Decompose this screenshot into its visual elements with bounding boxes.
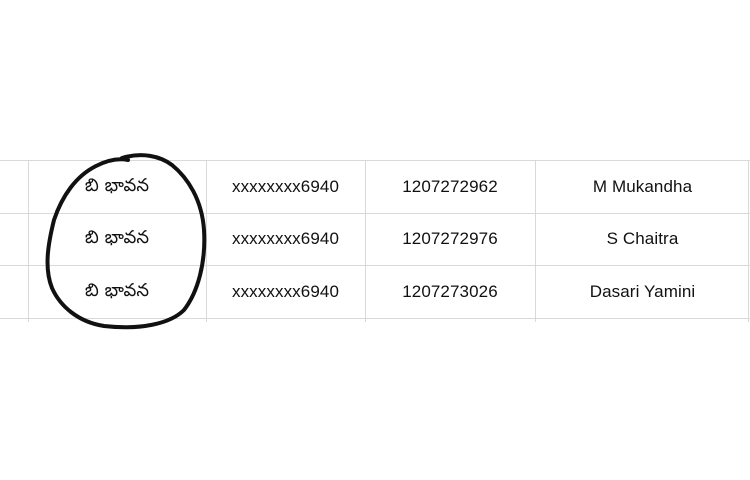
- table-cell[interactable]: Dasari Yamini: [589, 282, 696, 301]
- table-row: బి భావన xxxxxxxx6940 1207272976 S Chaitr…: [0, 213, 750, 265]
- table-cell[interactable]: 1207273026: [402, 282, 498, 301]
- grid-line-vertical: [535, 160, 536, 322]
- grid-line-horizontal: [0, 213, 750, 214]
- grid-line-vertical: [365, 160, 366, 322]
- table-cell[interactable]: 1207272976: [402, 229, 498, 248]
- grid-line-vertical: [206, 160, 207, 322]
- table-cell[interactable]: బి భావన: [84, 226, 150, 248]
- table-cell[interactable]: M Mukandha: [592, 177, 693, 196]
- table-cell[interactable]: xxxxxxxx6940: [231, 229, 340, 248]
- table-row: బి భావన xxxxxxxx6940 1207272962 M Mukand…: [0, 161, 750, 213]
- grid-line-vertical: [748, 160, 749, 322]
- grid-line-horizontal: [0, 265, 750, 266]
- grid-line-horizontal: [0, 318, 750, 319]
- table-cell[interactable]: బి భావన: [84, 279, 150, 301]
- table-cell[interactable]: xxxxxxxx6940: [231, 282, 340, 301]
- table-cell[interactable]: బి భావన: [84, 174, 150, 196]
- table-cell[interactable]: S Chaitra: [606, 229, 679, 248]
- table-row: బి భావన xxxxxxxx6940 1207273026 Dasari Y…: [0, 266, 750, 318]
- table-cell[interactable]: 1207272962: [402, 177, 498, 196]
- grid-line-horizontal: [0, 160, 750, 161]
- table-cell[interactable]: xxxxxxxx6940: [231, 177, 340, 196]
- grid-line-vertical: [28, 160, 29, 322]
